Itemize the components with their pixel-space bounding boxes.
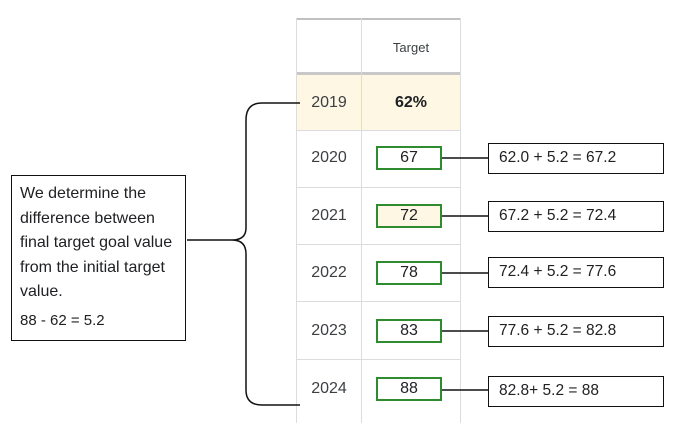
- target-cell[interactable]: 67: [376, 146, 442, 170]
- target-cell[interactable]: 83: [376, 319, 442, 343]
- column-divider: [361, 18, 362, 423]
- calculation-box: 82.8+ 5.2 = 88: [488, 376, 664, 407]
- target-cell[interactable]: 78: [376, 261, 442, 285]
- calculation-box: 67.2 + 5.2 = 72.4: [488, 201, 664, 232]
- target-cell[interactable]: 72: [376, 204, 442, 228]
- spreadsheet-column: [296, 18, 461, 423]
- target-cell[interactable]: 62%: [394, 94, 428, 111]
- table-row: 2020: [297, 131, 460, 188]
- table-row: 2024: [297, 360, 460, 423]
- calculation-box: 77.6 + 5.2 = 82.8: [488, 316, 664, 347]
- calculation-box: 72.4 + 5.2 = 77.6: [488, 257, 664, 288]
- table-row: 2019 62%: [297, 75, 460, 131]
- year-cell[interactable]: 2024: [311, 380, 347, 397]
- table-row: 2021: [297, 188, 460, 245]
- year-cell[interactable]: 2021: [311, 207, 347, 224]
- calculation-box: 62.0 + 5.2 = 67.2: [488, 143, 664, 174]
- year-cell[interactable]: 2023: [311, 322, 347, 339]
- target-cell[interactable]: 88: [376, 377, 442, 401]
- column-header-target[interactable]: Target: [392, 40, 430, 55]
- note-text: We determine the difference between fina…: [20, 185, 173, 300]
- year-cell[interactable]: 2020: [311, 149, 347, 166]
- table-row: 2023: [297, 302, 460, 360]
- year-cell[interactable]: 2019: [311, 94, 347, 111]
- year-cell[interactable]: 2022: [311, 264, 347, 281]
- header-row: [297, 18, 460, 75]
- explanation-note: We determine the difference between fina…: [11, 175, 186, 341]
- table-row: 2022: [297, 245, 460, 302]
- note-equation: 88 - 62 = 5.2: [20, 311, 105, 329]
